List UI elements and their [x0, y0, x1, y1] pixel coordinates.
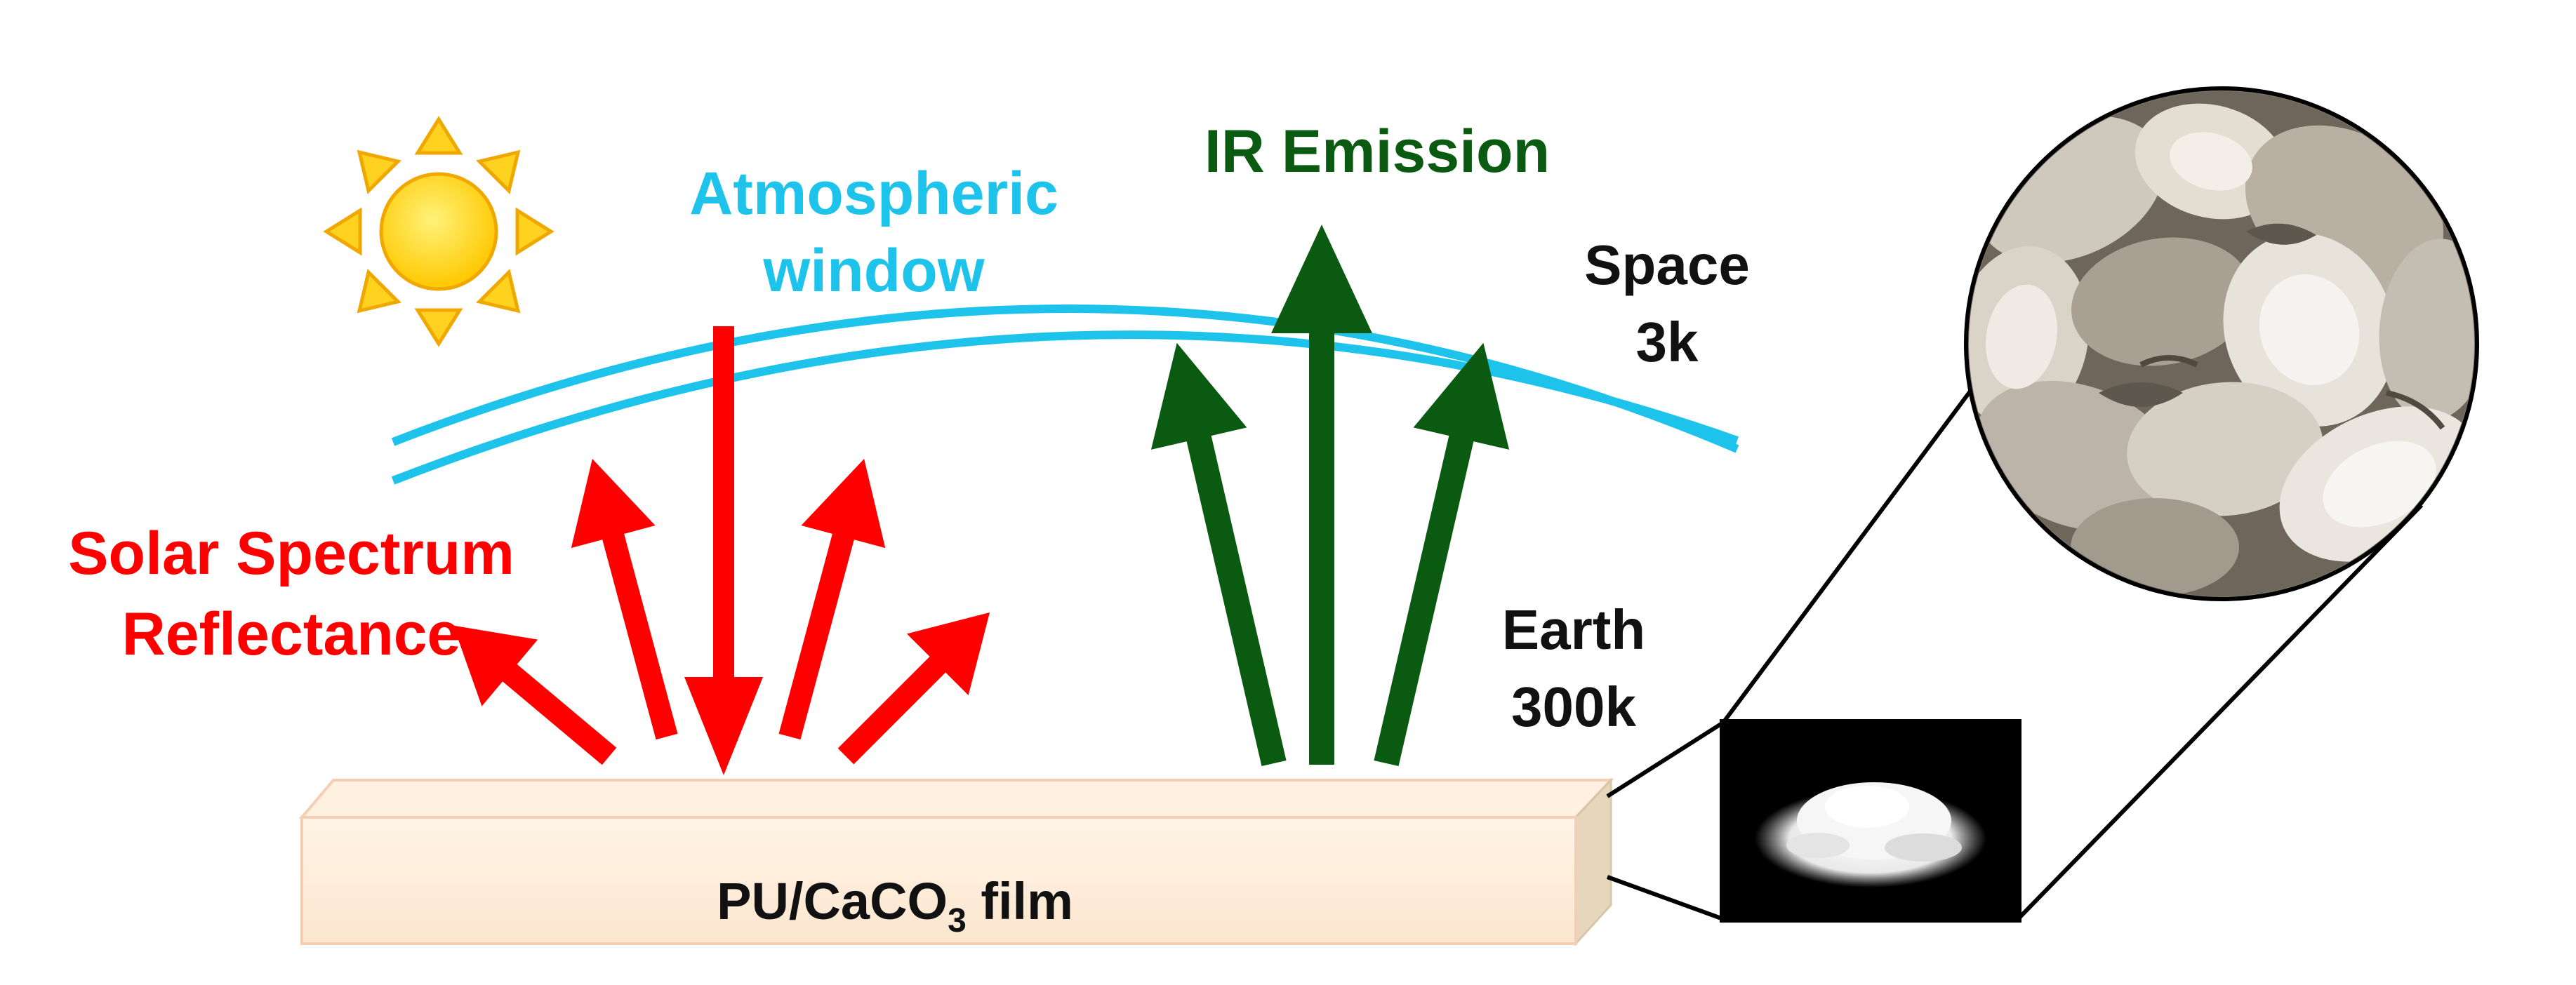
reflected-arrow-left: [571, 458, 678, 740]
oyster-shells-photo: [1964, 86, 2479, 601]
solar-reflectance-label-line2: Reflectance: [122, 601, 461, 668]
reflected-arrow-far-right: [837, 612, 990, 765]
ir-emission-label: IR Emission: [1204, 118, 1550, 185]
reflected-arrow-right: [778, 458, 886, 740]
zoom-lines: [1606, 363, 2424, 921]
ir-arrow-left: [1150, 342, 1287, 767]
film-label-prefix: PU/CaCO: [717, 872, 948, 930]
film-label-suffix: film: [967, 872, 1073, 930]
white-powder-photo: [1720, 719, 2021, 923]
film-label: PU/CaCO3 film: [717, 872, 1073, 939]
atmospheric-window-label-line2: window: [762, 237, 985, 304]
ir-arrow-center: [1271, 225, 1372, 765]
ir-emission-arrows: [1150, 225, 1510, 767]
film-label-subscript: 3: [948, 902, 967, 939]
solar-reflectance-label-line1: Solar Spectrum: [68, 520, 514, 587]
reflected-arrow-far-left: [453, 625, 617, 765]
atmospheric-window-label-line1: Atmospheric: [689, 160, 1058, 227]
sun-icon: [323, 116, 555, 347]
earth-label-line2: 300k: [1511, 676, 1636, 738]
atmospheric-window-arcs: [391, 304, 1739, 485]
solar-reflection-arrows: [453, 326, 990, 775]
incoming-solar-arrow: [684, 326, 763, 775]
space-label-line2: 3k: [1636, 311, 1699, 373]
pu-caco3-film: [298, 777, 1614, 946]
earth-label-line1: Earth: [1502, 598, 1646, 661]
ir-arrow-right: [1374, 342, 1510, 767]
space-label-line1: Space: [1584, 234, 1750, 296]
